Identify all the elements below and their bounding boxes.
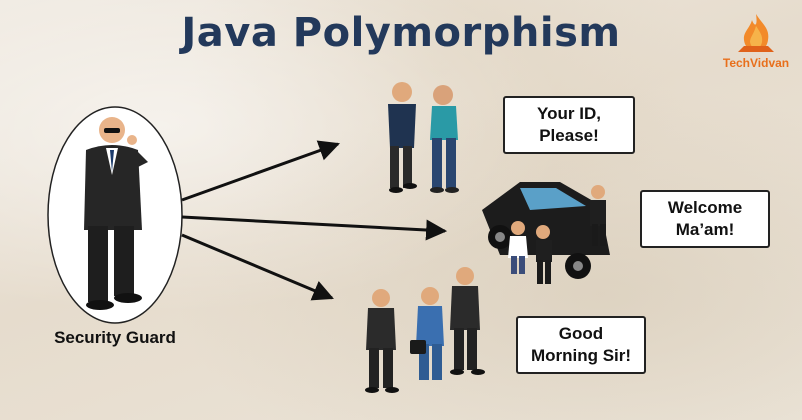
- arrow-to-id-check: [181, 140, 340, 202]
- brand-name: TechVidvan: [722, 56, 790, 70]
- car-guard-figure: [536, 225, 552, 284]
- security-guard-figure: [84, 117, 148, 310]
- guard-caption: Security Guard: [54, 328, 176, 347]
- guard-checking-id-figure: [388, 82, 417, 193]
- speech-bubble-good-morning: Good Morning Sir!: [516, 316, 646, 374]
- bodyguard-left-figure: [365, 289, 399, 393]
- bodyguard-right-figure: [450, 267, 485, 375]
- standing-guard-figure: [590, 185, 606, 246]
- diagram-title: Java Polymorphism: [181, 10, 621, 56]
- brand-flame-icon: [738, 14, 774, 52]
- speech-bubble-welcome: Welcome Ma’am!: [640, 190, 770, 248]
- brand-logo: TechVidvan: [716, 12, 796, 70]
- visitor-figure: [430, 85, 459, 193]
- businessman-figure: [410, 287, 444, 380]
- arrow-to-car: [181, 215, 448, 241]
- briefcase-icon: [410, 340, 426, 354]
- arrow-to-group: [181, 233, 334, 301]
- speech-bubble-id: Your ID, Please!: [503, 96, 635, 154]
- lady-figure: [508, 221, 528, 274]
